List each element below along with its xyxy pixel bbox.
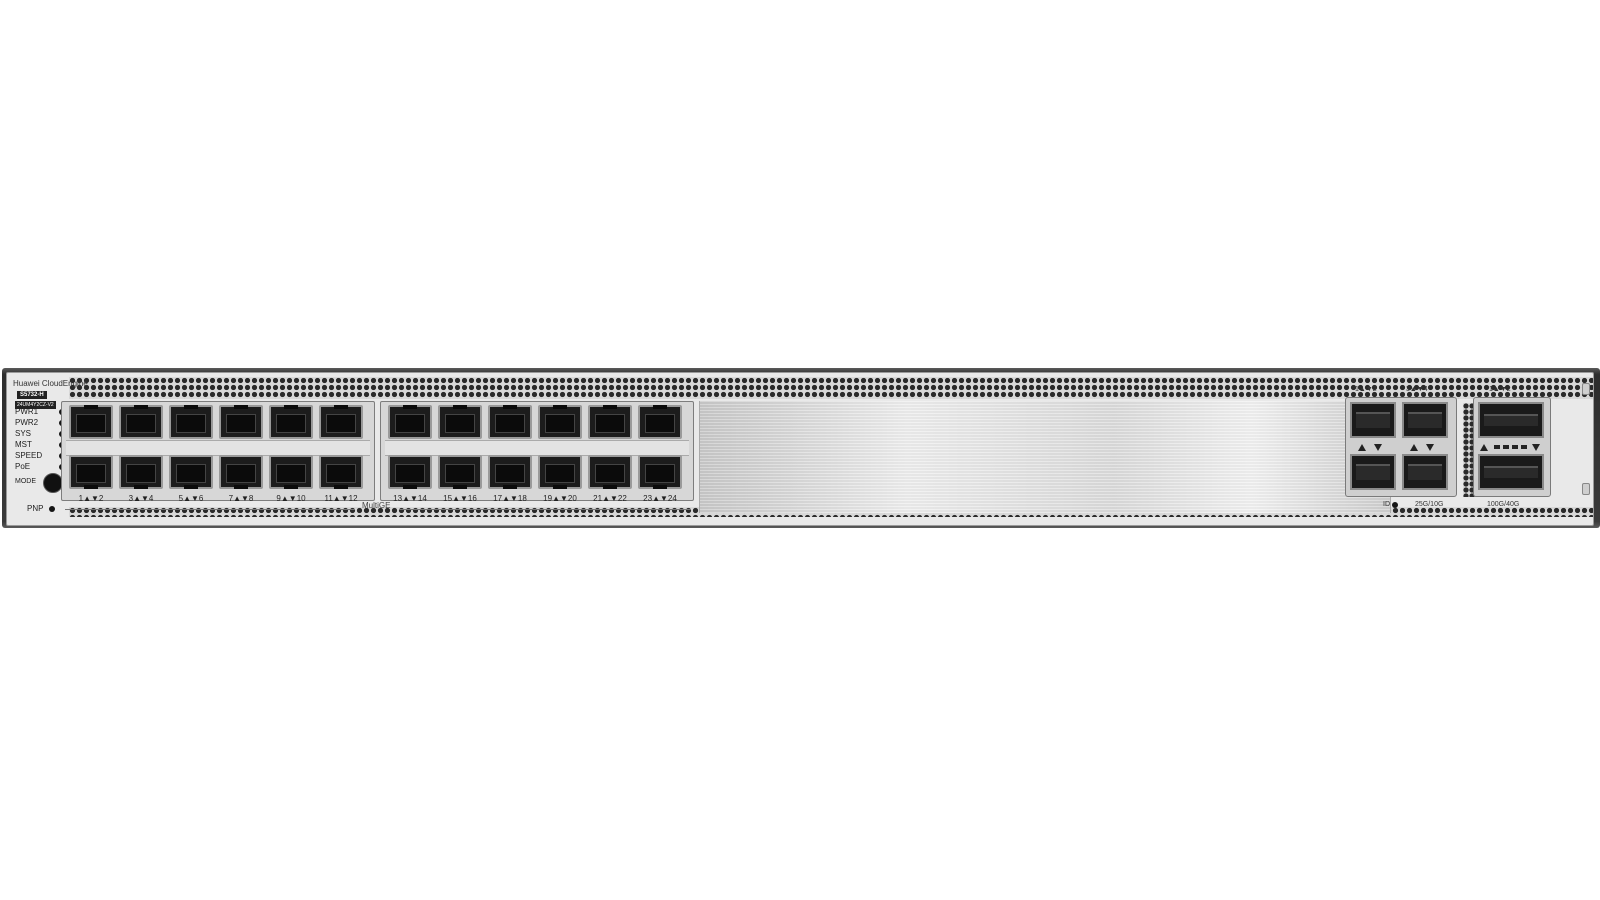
rj45-port-17[interactable]	[488, 405, 532, 439]
rj45-port-2[interactable]	[69, 455, 113, 489]
blank-panel	[699, 401, 1391, 513]
rj45-port-pair-label: 3▲▼4	[128, 494, 154, 503]
rj45-port-pair-label: 7▲▼8	[228, 494, 254, 503]
rj45-divider	[385, 440, 689, 456]
rj45-port-pair-label: 21▲▼22	[593, 494, 627, 503]
led-label: SYS	[15, 429, 32, 438]
led-label: PWR2	[15, 418, 39, 427]
rj45-port-24[interactable]	[638, 455, 682, 489]
sfp-pair-label-2: 3▲▼4	[1406, 386, 1428, 393]
brand-label: Huawei CloudEngine	[13, 379, 88, 388]
rj45-port-19[interactable]	[538, 405, 582, 439]
led-speed: SPEED	[15, 451, 65, 461]
pnp-label: PNP	[27, 504, 44, 513]
rj45-port-13[interactable]	[388, 405, 432, 439]
rj45-port-pair-label: 5▲▼6	[178, 494, 204, 503]
pnp-led-icon	[49, 506, 55, 512]
rj45-port-11[interactable]	[319, 405, 363, 439]
model-label: S5732-H	[17, 391, 47, 399]
multige-bracket-right	[399, 509, 691, 510]
sfp-port-2[interactable]	[1350, 454, 1396, 490]
rj45-port-15[interactable]	[438, 405, 482, 439]
rj45-port-16[interactable]	[438, 455, 482, 489]
qsfp-block	[1473, 397, 1551, 497]
led-label: MST	[15, 440, 32, 449]
sfp-speed-label: 25G/10G	[1415, 501, 1444, 508]
led-label: SPEED	[15, 451, 43, 460]
led-pwr2: PWR2	[15, 418, 65, 428]
mounting-screw-icon	[1582, 483, 1590, 495]
mounting-screw-icon	[1582, 383, 1590, 395]
led-pwr1: PWR1	[15, 407, 65, 417]
rj45-port-pair-label: 11▲▼12	[324, 494, 358, 503]
led-poe: PoE	[15, 462, 65, 472]
multige-label: MultiGE	[362, 501, 391, 510]
switch-faceplate: Huawei CloudEngine S5732-H 24UM4Y2CZ-V2 …	[6, 372, 1594, 526]
rj45-port-pair-label: 23▲▼24	[643, 494, 677, 503]
rj45-port-23[interactable]	[638, 405, 682, 439]
mode-label: MODE	[15, 478, 36, 485]
qsfp-port-1[interactable]	[1478, 402, 1544, 438]
serial-label: 24UM4Y2CZ-V2	[15, 401, 56, 409]
rj45-port-22[interactable]	[588, 455, 632, 489]
rj45-port-10[interactable]	[269, 455, 313, 489]
qsfp-speed-label: 100G/40G	[1487, 501, 1520, 508]
id-led-icon	[1392, 502, 1398, 508]
sfp-port-1[interactable]	[1350, 402, 1396, 438]
rj45-port-3[interactable]	[119, 405, 163, 439]
qsfp-port-2[interactable]	[1478, 454, 1544, 490]
rj45-port-7[interactable]	[219, 405, 263, 439]
led-label: PoE	[15, 462, 31, 471]
sfp-block	[1345, 397, 1457, 497]
qsfp-arrow-icons	[1480, 444, 1540, 451]
sfp-pair-label-1: 1▲▼2	[1355, 386, 1377, 393]
rj45-port-pair-label: 17▲▼18	[493, 494, 527, 503]
rj45-port-9[interactable]	[269, 405, 313, 439]
rj45-port-pair-label: 9▲▼10	[276, 494, 306, 503]
qsfp-pair-label: 1▲▼2	[1489, 386, 1511, 393]
rj45-port-pair-label: 19▲▼20	[543, 494, 577, 503]
rj45-port-21[interactable]	[588, 405, 632, 439]
rj45-port-4[interactable]	[119, 455, 163, 489]
sfp-port-4[interactable]	[1402, 454, 1448, 490]
sfp-arrow-icons	[1358, 444, 1434, 451]
vent-top	[69, 377, 1593, 399]
rj45-port-14[interactable]	[388, 455, 432, 489]
rj45-port-8[interactable]	[219, 455, 263, 489]
rj45-port-1[interactable]	[69, 405, 113, 439]
rj45-port-6[interactable]	[169, 455, 213, 489]
led-mst: MST	[15, 440, 65, 450]
rj45-port-12[interactable]	[319, 455, 363, 489]
led-label: PWR1	[15, 407, 39, 416]
multige-bracket-left	[65, 509, 355, 510]
rj45-port-5[interactable]	[169, 405, 213, 439]
rj45-port-20[interactable]	[538, 455, 582, 489]
mode-button[interactable]	[43, 473, 63, 493]
sfp-port-3[interactable]	[1402, 402, 1448, 438]
rj45-port-18[interactable]	[488, 455, 532, 489]
rj45-port-pair-label: 13▲▼14	[393, 494, 427, 503]
led-sys: SYS	[15, 429, 65, 439]
rj45-divider	[66, 440, 370, 456]
rj45-port-pair-label: 15▲▼16	[443, 494, 477, 503]
rj45-port-pair-label: 1▲▼2	[78, 494, 104, 503]
id-label: ID	[1383, 501, 1390, 508]
